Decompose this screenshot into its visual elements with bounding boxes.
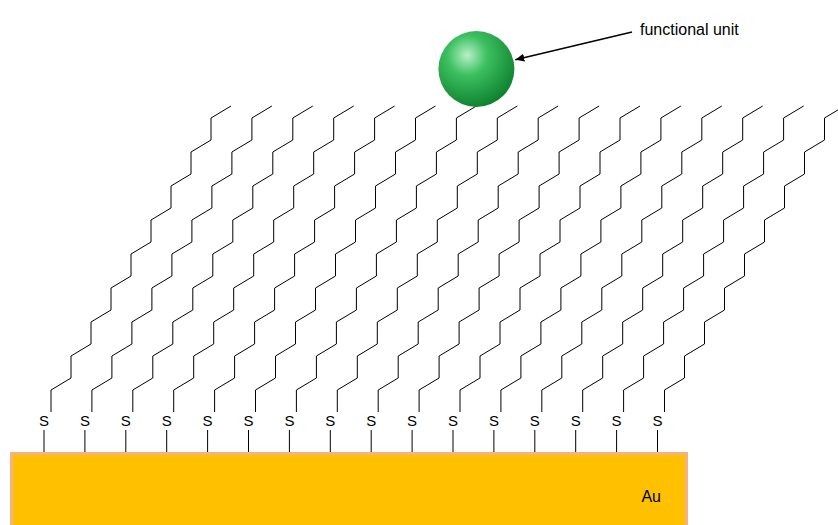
leader-arrow <box>515 32 632 60</box>
au-s-bond <box>84 430 85 452</box>
au-s-bond <box>44 430 45 452</box>
callout-label: functional unit <box>640 22 739 38</box>
alkyl-chain <box>133 106 313 412</box>
sulfur-atom: S <box>203 413 213 428</box>
alkyl-chain <box>296 106 476 412</box>
sulfur-atom: S <box>366 413 376 428</box>
sulfur-atom: S <box>407 413 417 428</box>
sulfur-atom: S <box>284 413 294 428</box>
au-s-bond <box>493 430 494 452</box>
alkyl-chain <box>460 106 640 412</box>
alkyl-chain <box>419 106 599 412</box>
functional-unit-sphere <box>438 31 514 107</box>
alkyl-chain <box>337 106 517 412</box>
alkyl-chain <box>215 106 395 412</box>
alkyl-chain <box>542 106 722 412</box>
au-s-bond <box>166 430 167 452</box>
sulfur-atom: S <box>39 413 49 428</box>
sulfur-atom: S <box>162 413 172 428</box>
au-s-bond <box>453 430 454 452</box>
sulfur-atom: S <box>243 413 253 428</box>
au-s-bond <box>534 430 535 452</box>
sulfur-atom: S <box>80 413 90 428</box>
alkyl-chain <box>51 106 231 412</box>
au-s-bond <box>330 430 331 452</box>
alkyl-chain <box>665 106 838 412</box>
functional-unit-layer <box>438 31 632 107</box>
alkyl-chains <box>44 106 838 452</box>
alkyl-chain <box>583 106 763 412</box>
sulfur-atom: S <box>448 413 458 428</box>
au-s-bond <box>575 430 576 452</box>
sulfur-atom: S <box>571 413 581 428</box>
au-s-bond <box>371 430 372 452</box>
sulfur-atom: S <box>489 413 499 428</box>
alkyl-chain <box>92 106 272 412</box>
alkyl-chain <box>174 106 354 412</box>
au-s-bond <box>412 430 413 452</box>
sulfur-atom: S <box>530 413 540 428</box>
au-s-bond <box>289 430 290 452</box>
gold-substrate: Au <box>10 452 688 525</box>
substrate-label: Au <box>641 489 661 505</box>
alkyl-chain <box>501 106 681 412</box>
au-s-bond <box>657 430 658 452</box>
au-s-bond <box>616 430 617 452</box>
alkyl-chain <box>378 106 558 412</box>
au-s-bond <box>125 430 126 452</box>
sulfur-atom: S <box>612 413 622 428</box>
au-s-bond <box>248 430 249 452</box>
sulfur-atom: S <box>325 413 335 428</box>
sulfur-atom: S <box>652 413 662 428</box>
alkyl-chain <box>624 106 804 412</box>
sulfur-atom: S <box>121 413 131 428</box>
alkyl-chain <box>256 106 436 412</box>
au-s-bond <box>207 430 208 452</box>
